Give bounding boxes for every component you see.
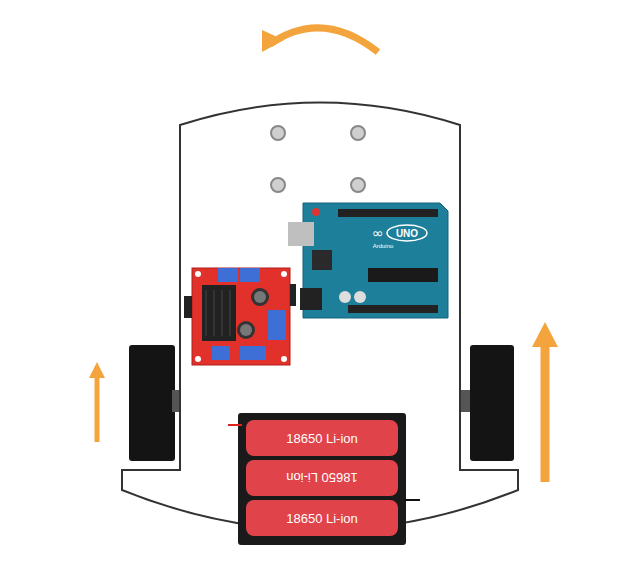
mount-holes: [271, 126, 365, 192]
right-speed-arrow: [541, 345, 550, 482]
rotation-arrow: [270, 28, 378, 52]
battery-cells: [246, 420, 398, 536]
svg-text:∞: ∞: [372, 225, 384, 241]
arduino-board: ∞: [288, 203, 448, 318]
board-model: UNO: [396, 228, 418, 239]
battery-cell: 18650 Li-ion: [246, 460, 398, 496]
right-arrowhead: [532, 322, 558, 347]
right-axle: [460, 390, 470, 412]
cell-label: 18650 Li-ion: [286, 471, 358, 486]
brand-name: Arduino: [373, 243, 394, 249]
right-wheel: [470, 345, 514, 461]
left-speed-arrow: [95, 378, 100, 442]
battery-cell: 18650 Li-ion: [246, 420, 398, 456]
l298n-driver: [184, 268, 296, 365]
left-wheel: [129, 345, 175, 461]
cell-label: 18650 Li-ion: [286, 511, 358, 526]
chassis-plate: [122, 103, 518, 531]
battery-holder: [228, 413, 420, 545]
battery-cell: 18650 Li-ion: [246, 500, 398, 536]
cell-label: 18650 Li-ion: [286, 431, 358, 446]
left-arrowhead: [89, 362, 105, 378]
rotation-arrowhead: [262, 30, 284, 52]
